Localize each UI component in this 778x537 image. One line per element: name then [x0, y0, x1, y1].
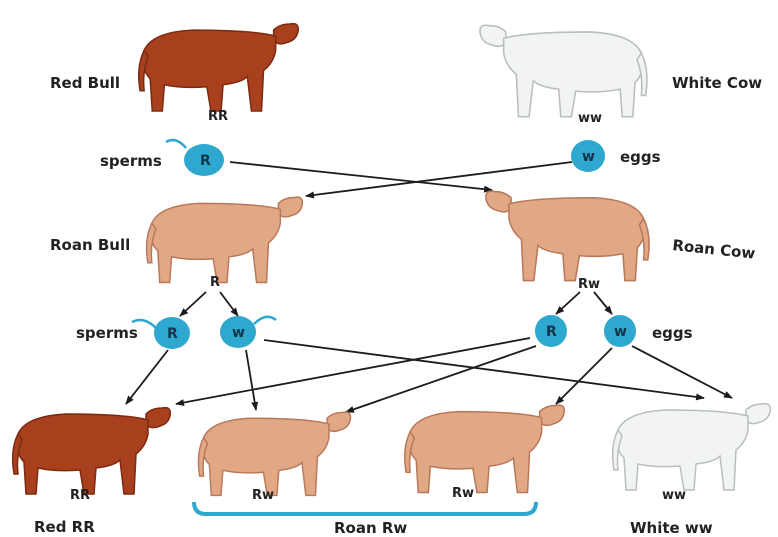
offspring-roan-rw-2: Rw [403, 404, 566, 501]
f1-sperm-r-allele: R [167, 326, 178, 342]
f1-egg-r: R [535, 315, 567, 347]
parent-sperm-allele: R [200, 153, 211, 169]
white-cow-label: White Cow [672, 74, 762, 92]
red-bull-label: Red Bull [50, 74, 120, 92]
roan-bull-genotype: R [210, 275, 220, 290]
sperm-cell-icon [184, 144, 224, 176]
arrow-sperm-to-roan-cow [229, 161, 493, 193]
parent-sperms-label: sperms [100, 152, 162, 170]
parent-sperm-cell: R [165, 138, 224, 176]
arrow-egg-r-to-rr [175, 337, 531, 406]
red-cow-icon [11, 406, 172, 495]
white-cow-icon [479, 24, 648, 118]
offspring-white-ww: ww [611, 402, 772, 503]
f1-sperm-w: w [220, 315, 277, 348]
roan-cow: Rw [485, 190, 650, 292]
f1-egg-r-allele: R [546, 324, 557, 340]
arrow-egg-w-to-rw [555, 347, 613, 405]
arrow-cow-to-egg-w [593, 291, 613, 315]
roan-bull-label: Roan Bull [50, 236, 130, 254]
arrow-sperm-r-to-rr [125, 349, 169, 405]
roan-bull-icon [145, 196, 304, 284]
f1-sperms-label: sperms [76, 324, 138, 342]
white-cow-genotype: ww [578, 111, 602, 126]
roan-cow-icon [403, 404, 566, 494]
roan-cow-icon [485, 190, 650, 282]
f1-sperm-w-allele: w [232, 325, 245, 341]
offspring-3-genotype: Rw [452, 486, 474, 501]
white-cow: ww [479, 24, 648, 126]
white-ww-label: White ww [630, 519, 713, 537]
parent-egg-cell: w [571, 140, 605, 172]
red-bull-icon [137, 22, 300, 112]
offspring-1-genotype: RR [70, 488, 90, 503]
offspring-4-genotype: ww [662, 488, 686, 503]
f1-egg-w: w [604, 315, 636, 347]
roan-cow-icon [197, 411, 352, 497]
egg-cell-icon [604, 315, 636, 347]
arrow-cow-to-egg-r [555, 291, 581, 315]
arrow-egg-to-roan-bull [305, 161, 573, 199]
arrow-egg-w-to-ww [631, 345, 733, 399]
arrow-sperm-w-to-ww [263, 339, 705, 401]
roan-cow-genotype: Rw [578, 277, 600, 292]
sperm-tail-icon [165, 138, 187, 149]
arrow-bull-to-sperm-r [179, 291, 207, 317]
f1-egg-w-allele: w [614, 324, 627, 340]
egg-cell-icon [571, 140, 605, 172]
roan-rw-label: Roan Rw [334, 519, 407, 537]
offspring-red-rr: RR [11, 406, 172, 503]
f1-eggs-label: eggs [652, 324, 693, 342]
sperm-cell-icon [154, 317, 190, 349]
roan-cow-label: Roan Cow [672, 236, 757, 263]
sperm-cell-icon [220, 316, 256, 348]
parent-eggs-label: eggs [620, 148, 661, 166]
arrow-egg-r-to-rw-2 [345, 345, 537, 413]
red-bull: RR [137, 22, 300, 124]
red-rr-label: Red RR [34, 518, 95, 536]
offspring-roan-rw-1: Rw [197, 411, 352, 503]
red-bull-genotype: RR [208, 109, 228, 124]
roan-bull: R [145, 196, 304, 290]
sperm-tail-icon [131, 318, 157, 329]
roan-bracket [192, 501, 538, 516]
sperm-tail-icon [253, 315, 277, 325]
arrow-bull-to-sperm-w [219, 291, 239, 317]
f1-sperm-r: R [131, 317, 190, 349]
white-cow-icon [611, 402, 772, 491]
arrow-sperm-w-to-rw [245, 349, 259, 411]
egg-cell-icon [535, 315, 567, 347]
parent-egg-allele: w [582, 149, 595, 165]
offspring-2-genotype: Rw [252, 488, 274, 503]
